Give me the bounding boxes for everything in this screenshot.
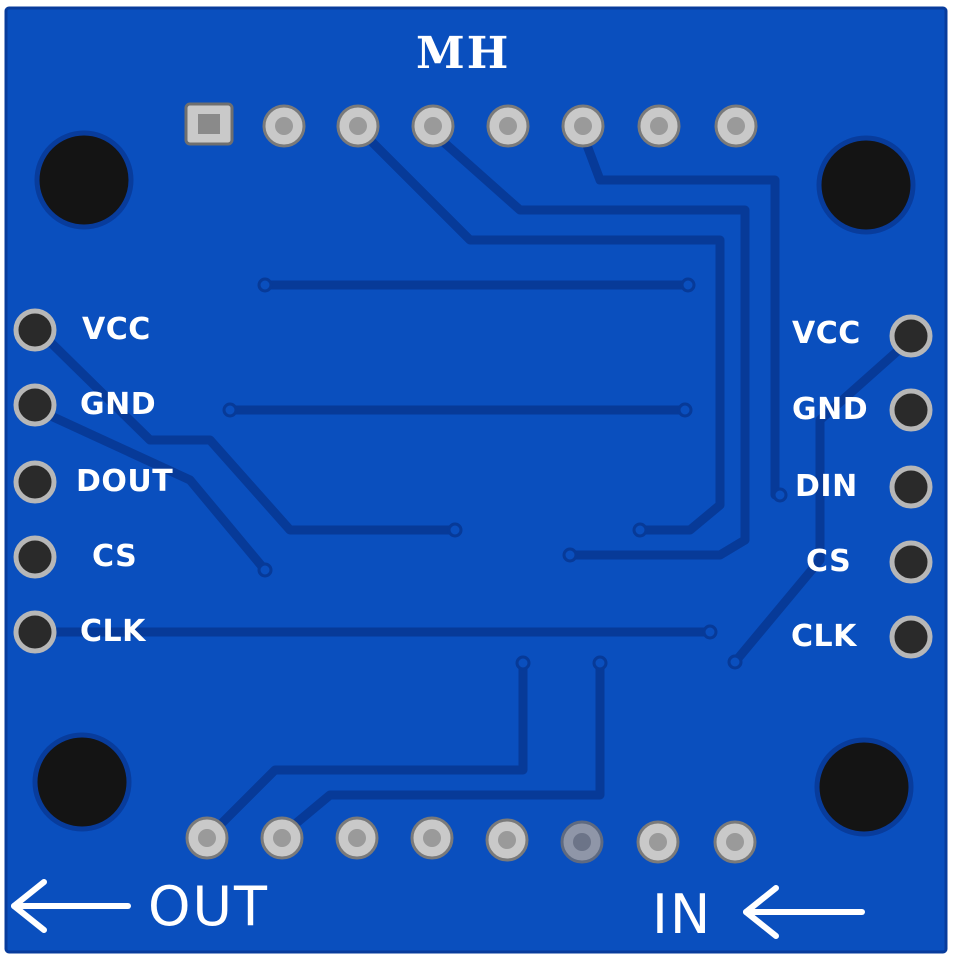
via — [562, 547, 578, 563]
right-pin-label-din: DIN — [795, 469, 858, 504]
via — [632, 522, 648, 538]
via — [257, 562, 273, 578]
left-pin-label-dout: DOUT — [76, 464, 174, 499]
right-pin-label-gnd: GND — [792, 392, 869, 427]
mounting-hole — [32, 732, 132, 832]
trace — [33, 325, 460, 535]
mounting-hole — [34, 130, 134, 230]
pad — [13, 535, 57, 579]
pad — [13, 308, 57, 352]
top-header-pads — [184, 102, 758, 148]
right-pin-label-vcc: VCC — [792, 316, 861, 351]
trace — [425, 125, 750, 560]
mounting-hole — [816, 135, 916, 235]
trace — [277, 658, 605, 840]
pad — [889, 465, 933, 509]
right-header-pads — [889, 314, 933, 659]
bottom-header-pads — [185, 816, 757, 864]
via — [680, 277, 696, 293]
trace — [580, 135, 780, 500]
vias — [222, 277, 788, 671]
out-label: OUT — [148, 875, 270, 938]
left-header-pads — [13, 308, 57, 654]
left-pin-label-vcc: VCC — [82, 312, 151, 347]
square-pad-hole — [198, 114, 220, 134]
trace — [355, 125, 725, 535]
via — [447, 522, 463, 538]
arrow-left-icon — [11, 879, 131, 933]
pad — [889, 540, 933, 584]
trace — [33, 405, 270, 575]
via — [727, 654, 743, 670]
via — [515, 655, 531, 671]
traces — [31, 125, 915, 840]
in-label: IN — [652, 883, 713, 946]
pad — [889, 314, 933, 358]
right-pin-label-clk: CLK — [791, 619, 857, 654]
left-pin-label-clk: CLK — [80, 614, 146, 649]
via — [592, 655, 608, 671]
mounting-hole — [814, 737, 914, 837]
via — [222, 402, 238, 418]
mounting-holes — [32, 130, 916, 837]
pad — [13, 610, 57, 654]
pad — [889, 388, 933, 432]
right-pin-label-cs: CS — [806, 544, 852, 579]
arrow-left-icon — [743, 885, 865, 939]
via — [677, 402, 693, 418]
trace — [730, 335, 915, 667]
pad — [13, 383, 57, 427]
pad — [13, 460, 57, 504]
via — [772, 487, 788, 503]
trace — [205, 658, 528, 840]
pad — [889, 615, 933, 659]
left-pin-label-gnd: GND — [80, 387, 157, 422]
via — [702, 624, 718, 640]
via — [257, 277, 273, 293]
left-pin-label-cs: CS — [92, 539, 138, 574]
board-logo: MH — [416, 28, 511, 79]
